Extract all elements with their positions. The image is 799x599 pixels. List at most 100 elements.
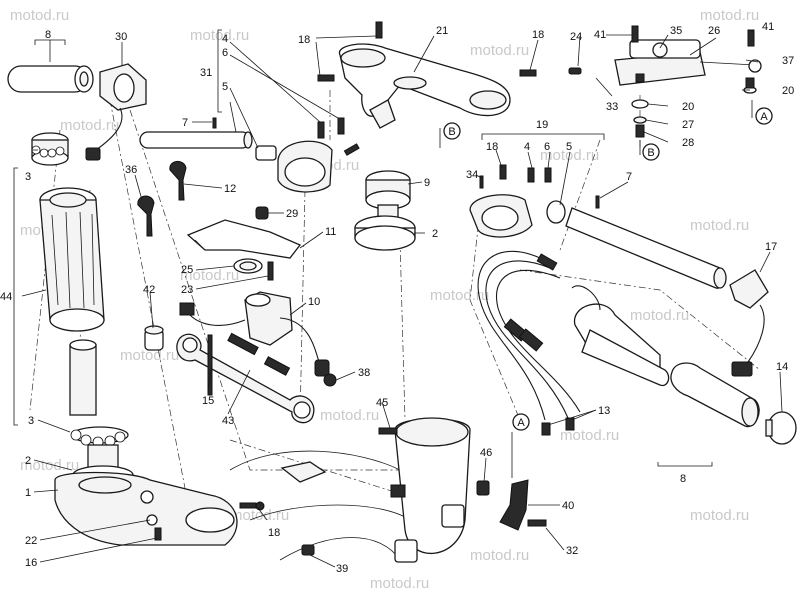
assembly-axis-lines xyxy=(29,90,761,541)
bearing-3-upper xyxy=(31,132,69,166)
screws-18-top xyxy=(317,21,537,82)
callout: 35 xyxy=(670,25,682,37)
callout: 44 xyxy=(0,291,12,303)
marker-a: A xyxy=(760,111,768,123)
callout: 3 xyxy=(25,171,31,183)
watermark: motod.ru xyxy=(320,407,379,424)
callout: 20 xyxy=(782,85,794,97)
callout: 5 xyxy=(222,81,228,93)
watermark: motod.ru xyxy=(630,307,689,324)
watermark: motod.ru xyxy=(180,267,239,284)
callout: 17 xyxy=(765,241,777,253)
steering-damper-26 xyxy=(568,25,762,86)
watermark: motod.ru xyxy=(690,217,749,234)
callout-labels: 8 30 4 6 31 5 7 18 21 18 3 44 36 12 29 1… xyxy=(0,21,794,575)
bracket-11 xyxy=(186,219,302,259)
cover-29 xyxy=(255,206,269,220)
callout: 39 xyxy=(336,563,348,575)
callout: 6 xyxy=(544,141,550,153)
callout: 18 xyxy=(532,29,544,41)
callout: 30 xyxy=(115,31,127,43)
callout: 46 xyxy=(480,447,492,459)
throttle-cables-13 xyxy=(477,250,601,436)
watermark: motod.ru xyxy=(690,507,749,524)
callout: 29 xyxy=(286,208,298,220)
callout: 5 xyxy=(566,141,572,153)
callout: 1 xyxy=(25,487,31,499)
watermark: motod.ru xyxy=(470,42,529,59)
callout: 20 xyxy=(682,101,694,113)
callout: 16 xyxy=(25,557,37,569)
clip-25 xyxy=(233,258,263,274)
callout: 10 xyxy=(308,296,320,308)
callout: 13 xyxy=(598,405,610,417)
upper-triple-clamp-21 xyxy=(339,43,511,129)
steering-nut-9 xyxy=(365,170,411,224)
callout: 7 xyxy=(182,117,188,129)
watermark: motod.ru xyxy=(430,287,489,304)
callout: 26 xyxy=(708,25,720,37)
watermark: motod.ru xyxy=(370,575,429,592)
callout: 18 xyxy=(268,527,280,539)
callout: 4 xyxy=(524,141,530,153)
ignition-lock-10 xyxy=(179,291,330,377)
callout: 18 xyxy=(298,34,310,46)
callout: 45 xyxy=(376,397,388,409)
callout: 40 xyxy=(562,500,574,512)
callout: 22 xyxy=(25,535,37,547)
callout: 12 xyxy=(224,183,236,195)
right-grip-8 xyxy=(670,362,760,428)
callout: 11 xyxy=(325,226,336,238)
watermark: motod.ru xyxy=(60,117,119,134)
callout: 37 xyxy=(782,55,794,67)
callout: 24 xyxy=(570,31,582,43)
callout: 2 xyxy=(432,228,438,240)
nut-38 xyxy=(323,373,337,387)
leader-lines xyxy=(21,30,783,568)
throttle-tube-right xyxy=(574,303,670,387)
ignition-keys-36-12 xyxy=(137,161,187,237)
callout: 43 xyxy=(222,415,234,427)
handlebar-left-tube-5 xyxy=(139,117,277,161)
watermark: motod.ru xyxy=(230,507,289,524)
callout: 31 xyxy=(200,67,212,79)
callout: 25 xyxy=(181,264,193,276)
watermark: motod.ru xyxy=(190,27,249,44)
spacer-2-upper xyxy=(354,215,416,251)
bar-end-14 xyxy=(765,411,797,445)
callout: 21 xyxy=(436,25,448,37)
callout: 23 xyxy=(181,284,193,296)
steering-damper-cage-44 xyxy=(39,187,105,332)
watermark: motod.ru xyxy=(10,7,69,24)
callout: 41 xyxy=(594,29,606,41)
watermark: motod.ru xyxy=(20,457,79,474)
screw-22-16 xyxy=(146,514,162,541)
frame-head xyxy=(229,417,490,563)
callout: 28 xyxy=(682,137,694,149)
callout: 8 xyxy=(45,29,51,41)
callout: 9 xyxy=(424,177,430,189)
callout: 15 xyxy=(202,395,214,407)
marker-a: A xyxy=(517,417,525,429)
left-grip-8 xyxy=(7,65,94,93)
switch-housing-17 xyxy=(729,269,769,377)
callout: 7 xyxy=(626,171,632,183)
watermark: motod.ru xyxy=(470,547,529,564)
throttle-housing-30 xyxy=(85,63,147,161)
spacer-42 xyxy=(144,325,164,351)
watermark: motod.ru xyxy=(700,7,759,24)
watermark: motod.ru xyxy=(120,347,179,364)
reference-markers: B B A A xyxy=(439,100,773,478)
watermark: motod.ru xyxy=(560,427,619,444)
callout: 34 xyxy=(466,169,478,181)
callout: 36 xyxy=(125,164,137,176)
marker-b: B xyxy=(448,126,455,138)
lock-bracket-43 xyxy=(176,332,315,424)
callout: 27 xyxy=(682,119,694,131)
callout: 32 xyxy=(566,545,578,557)
callout: 18 xyxy=(486,141,498,153)
bracket-40 xyxy=(499,479,547,531)
callout: 3 xyxy=(28,415,34,427)
callout: 19 xyxy=(536,119,548,131)
